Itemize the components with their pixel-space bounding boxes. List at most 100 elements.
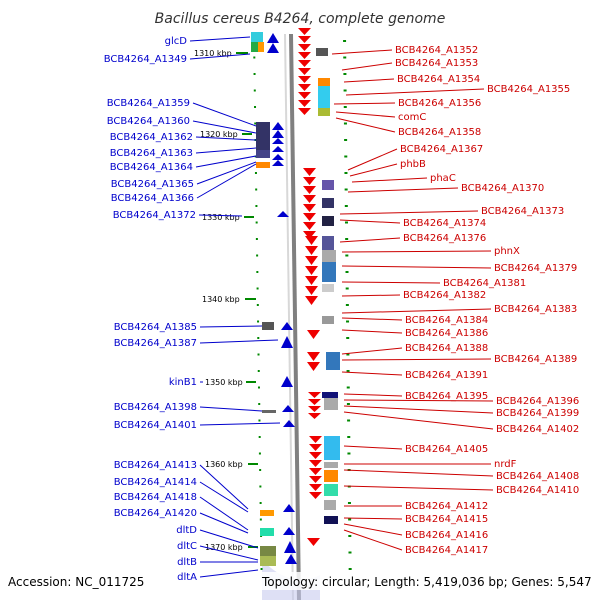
expression-box xyxy=(322,284,334,292)
gene-label-dltc[interactable]: dltC xyxy=(177,541,197,552)
tick-dot xyxy=(253,56,256,59)
gene-label-bcb4264-a1362[interactable]: BCB4264_A1362 xyxy=(110,132,193,143)
gene-label-bcb4264-a1382[interactable]: BCB4264_A1382 xyxy=(403,290,486,301)
gene-label-bcb4264-a1359[interactable]: BCB4264_A1359 xyxy=(107,98,190,109)
tick-dot xyxy=(254,122,257,125)
gene-label-bcb4264-a1389[interactable]: BCB4264_A1389 xyxy=(494,354,577,365)
gene-label-bcb4264-a1410[interactable]: BCB4264_A1410 xyxy=(496,485,579,496)
gene-label-glcd[interactable]: glcD xyxy=(165,36,188,47)
gene-label-bcb4264-a1349[interactable]: BCB4264_A1349 xyxy=(104,54,187,65)
plus-strand-arrow xyxy=(285,554,297,564)
gene-label-bcb4264-a1383[interactable]: BCB4264_A1383 xyxy=(494,304,577,315)
tick-dot xyxy=(344,205,348,207)
plus-strand-arrow xyxy=(272,138,284,144)
gene-label-bcb4264-a1402[interactable]: BCB4264_A1402 xyxy=(496,424,579,435)
gene-label-bcb4264-a1370[interactable]: BCB4264_A1370 xyxy=(461,183,544,194)
gene-label-bcb4264-a1396[interactable]: BCB4264_A1396 xyxy=(496,396,579,407)
gene-label-bcb4264-a1384[interactable]: BCB4264_A1384 xyxy=(405,315,488,326)
connector-line xyxy=(341,358,492,361)
gene-label-bcb4264-a1391[interactable]: BCB4264_A1391 xyxy=(405,370,488,381)
tick-dot xyxy=(259,485,262,488)
gene-label-bcb4264-a1386[interactable]: BCB4264_A1386 xyxy=(405,328,488,339)
gene-label-bcb4264-a1385[interactable]: BCB4264_A1385 xyxy=(114,322,197,333)
gene-label-bcb4264-a1415[interactable]: BCB4264_A1415 xyxy=(405,514,488,525)
gene-label-bcb4264-a1376[interactable]: BCB4264_A1376 xyxy=(403,233,486,244)
gene-label-bcb4264-a1420[interactable]: BCB4264_A1420 xyxy=(114,508,197,519)
gene-label-bcb4264-a1372[interactable]: BCB4264_A1372 xyxy=(113,210,196,221)
gene-label-bcb4264-a1414[interactable]: BCB4264_A1414 xyxy=(114,477,197,488)
gene-label-bcb4264-a1405[interactable]: BCB4264_A1405 xyxy=(405,444,488,455)
gene-label-dltb[interactable]: dltB xyxy=(177,557,197,568)
gene-label-bcb4264-a1418[interactable]: BCB4264_A1418 xyxy=(114,492,197,503)
connector-line xyxy=(199,325,263,328)
gene-label-bcb4264-a1353[interactable]: BCB4264_A1353 xyxy=(395,58,478,69)
connector-line xyxy=(192,102,257,127)
connector-line xyxy=(195,136,257,141)
gene-label-bcb4264-a1413[interactable]: BCB4264_A1413 xyxy=(114,460,197,471)
gene-label-bcb4264-a1360[interactable]: BCB4264_A1360 xyxy=(107,116,190,127)
minus-strand-arrow xyxy=(309,436,322,443)
gene-label-bcb4264-a1395[interactable]: BCB4264_A1395 xyxy=(405,391,488,402)
gene-label-nrdf[interactable]: nrdF xyxy=(494,459,517,470)
gene-label-bcb4264-a1399[interactable]: BCB4264_A1399 xyxy=(496,408,579,419)
gene-label-dltd[interactable]: dltD xyxy=(176,525,197,536)
connector-line xyxy=(341,317,403,321)
tick-dot xyxy=(347,419,351,422)
gene-label-bcb4264-a1387[interactable]: BCB4264_A1387 xyxy=(114,338,197,349)
gene-label-bcb4264-a1416[interactable]: BCB4264_A1416 xyxy=(405,530,488,541)
tick-dot xyxy=(256,254,259,257)
gene-label-phnx[interactable]: phnX xyxy=(494,246,520,257)
expression-box xyxy=(256,150,270,158)
connector-line xyxy=(343,517,403,520)
gene-label-bcb4264-a1408[interactable]: BCB4264_A1408 xyxy=(496,471,579,482)
gene-label-dlta[interactable]: dltA xyxy=(177,572,197,583)
gene-label-bcb4264-a1417[interactable]: BCB4264_A1417 xyxy=(405,545,488,556)
gene-label-bcb4264-a1398[interactable]: BCB4264_A1398 xyxy=(114,402,197,413)
gene-label-bcb4264-a1356[interactable]: BCB4264_A1356 xyxy=(398,98,481,109)
gene-label-bcb4264-a1355[interactable]: BCB4264_A1355 xyxy=(487,84,570,95)
expression-box xyxy=(324,470,338,482)
tick-dot xyxy=(343,73,347,75)
minus-strand-arrow xyxy=(307,352,320,361)
tick-label: 1360 kbp xyxy=(205,460,243,469)
connector-line xyxy=(343,445,403,450)
minus-strand-arrow xyxy=(309,492,322,499)
connector-line xyxy=(199,422,281,426)
gene-label-bcb4264-a1381[interactable]: BCB4264_A1381 xyxy=(443,278,526,289)
tick-dot xyxy=(258,436,261,438)
tick-dot xyxy=(345,238,349,240)
gene-label-kinb1[interactable]: kinB1 xyxy=(169,377,197,388)
gene-label-phbb[interactable]: phbB xyxy=(400,159,426,170)
expression-box xyxy=(322,216,334,226)
gene-label-bcb4264-a1352[interactable]: BCB4264_A1352 xyxy=(395,45,478,56)
gene-label-bcb4264-a1358[interactable]: BCB4264_A1358 xyxy=(398,127,481,138)
gene-label-bcb4264-a1401[interactable]: BCB4264_A1401 xyxy=(114,420,197,431)
tick-dot xyxy=(348,535,352,537)
gene-label-bcb4264-a1364[interactable]: BCB4264_A1364 xyxy=(110,162,193,173)
tick-dot xyxy=(346,403,350,405)
gene-label-bcb4264-a1388[interactable]: BCB4264_A1388 xyxy=(405,343,488,354)
map-title: Bacillus cereus B4264, complete genome xyxy=(155,11,446,27)
gene-label-bcb4264-a1367[interactable]: BCB4264_A1367 xyxy=(400,144,483,155)
gene-label-phac[interactable]: phaC xyxy=(430,173,456,184)
tick-dot xyxy=(347,436,351,438)
plus-strand-arrow xyxy=(283,527,295,535)
expression-box xyxy=(324,436,340,460)
gene-label-bcb4264-a1373[interactable]: BCB4264_A1373 xyxy=(481,206,564,217)
connector-line xyxy=(343,393,403,397)
gene-label-bcb4264-a1374[interactable]: BCB4264_A1374 xyxy=(403,218,486,229)
gene-label-bcb4264-a1366[interactable]: BCB4264_A1366 xyxy=(111,193,194,204)
connector-line xyxy=(339,219,401,224)
gene-label-bcb4264-a1365[interactable]: BCB4264_A1365 xyxy=(111,179,194,190)
connector-line xyxy=(339,237,401,243)
gene-label-bcb4264-a1412[interactable]: BCB4264_A1412 xyxy=(405,501,488,512)
gene-label-bcb4264-a1363[interactable]: BCB4264_A1363 xyxy=(110,148,193,159)
expression-box xyxy=(324,484,338,496)
plus-strand-arrow xyxy=(272,130,284,138)
gene-label-bcb4264-a1379[interactable]: BCB4264_A1379 xyxy=(494,263,577,274)
tick-dot xyxy=(343,106,347,108)
minus-strand-arrow xyxy=(305,296,318,305)
plus-strand-arrow xyxy=(281,376,293,387)
gene-label-bcb4264-a1354[interactable]: BCB4264_A1354 xyxy=(397,74,480,85)
gene-label-comc[interactable]: comC xyxy=(398,112,426,123)
